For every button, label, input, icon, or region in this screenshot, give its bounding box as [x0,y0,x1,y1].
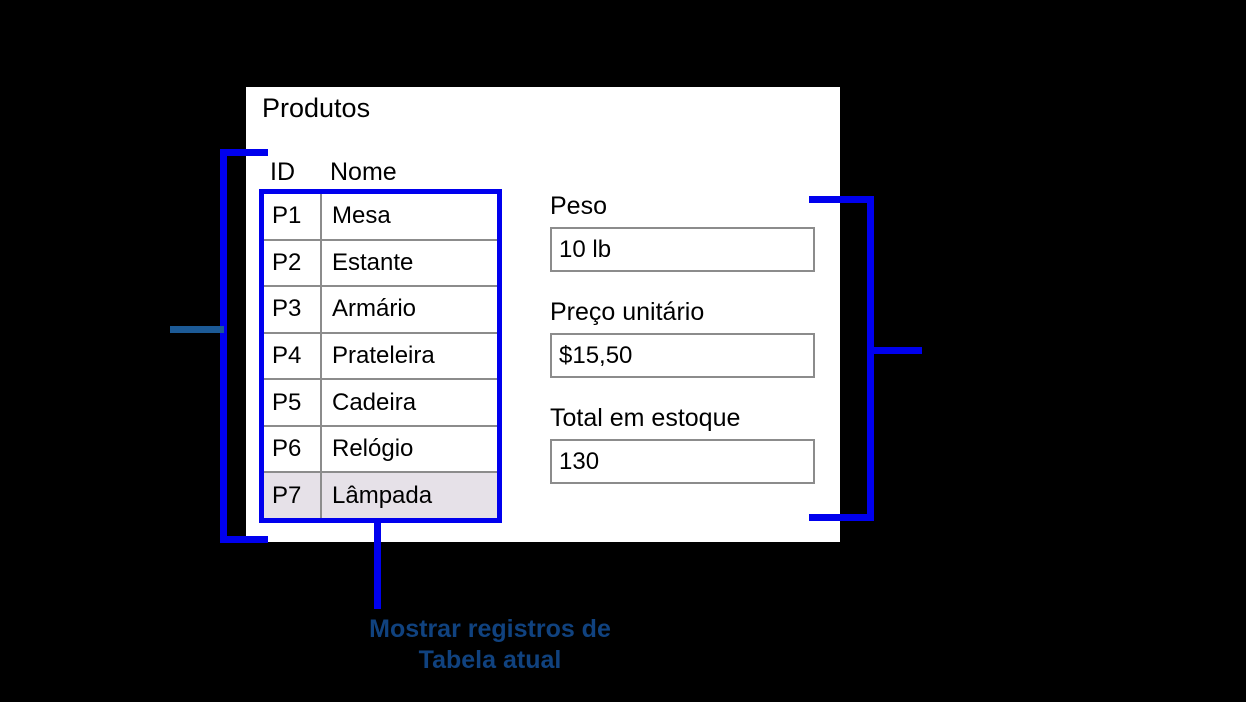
field-total-em-estoque: Total em estoque 130 [550,406,815,484]
field-total-em-estoque-input[interactable]: 130 [550,439,815,484]
cell-id: P1 [264,194,322,239]
page-title: Produtos [262,93,371,123]
cell-name: Mesa [332,202,391,230]
left-bracket-top-arm [220,149,268,156]
table-row[interactable]: P7 Lâmpada [264,473,497,519]
grid-callout-caption-line1: Mostrar registros de [369,615,611,643]
field-preco-unitario-input[interactable]: $15,50 [550,333,815,378]
cell-name: Lâmpada [332,481,433,509]
table-row[interactable]: P1 Mesa [264,194,497,241]
cell-name: Estante [332,248,414,276]
cell-name: Armário [332,295,417,323]
left-bracket-leader [170,326,224,333]
cell-name: Relógio [332,435,414,463]
field-preco-unitario: Preço unitário $15,50 [550,300,815,378]
cell-id: P4 [264,333,322,379]
field-total-em-estoque-label: Total em estoque [550,404,741,432]
right-bracket-leader [874,347,922,354]
cell-id: P6 [264,426,322,472]
grid-callout-caption-line2: Tabela atual [418,646,562,675]
cell-name: Cadeira [332,388,417,416]
grid-caption-leader-line [374,523,381,609]
field-preco-unitario-label: Preço unitário [550,298,705,326]
table-row[interactable]: P5 Cadeira [264,380,497,427]
grid-callout-caption: Mostrar registros de Tabela atual [250,614,730,677]
cell-id: P3 [264,287,322,332]
right-bracket-top-arm [809,196,874,203]
field-peso-input[interactable]: 10 lb [550,227,815,272]
cell-id: P5 [264,380,322,425]
table-row[interactable]: P6 Relógio [264,426,497,474]
left-bracket-bottom-arm [220,536,268,543]
table-row[interactable]: P3 Armário [264,287,497,334]
table-row[interactable]: P2 Estante [264,240,497,288]
left-bracket-spine [220,149,227,543]
field-peso: Peso 10 lb [550,194,815,272]
right-bracket-spine [867,196,874,521]
field-peso-label: Peso [550,192,607,220]
cell-name: Prateleira [332,342,435,370]
cell-id: P2 [264,240,322,286]
column-header-id: ID [270,158,295,186]
table-row[interactable]: P4 Prateleira [264,333,497,381]
cell-id: P7 [264,473,322,519]
column-header-nome: Nome [330,158,397,186]
right-bracket-bottom-arm [809,514,874,521]
